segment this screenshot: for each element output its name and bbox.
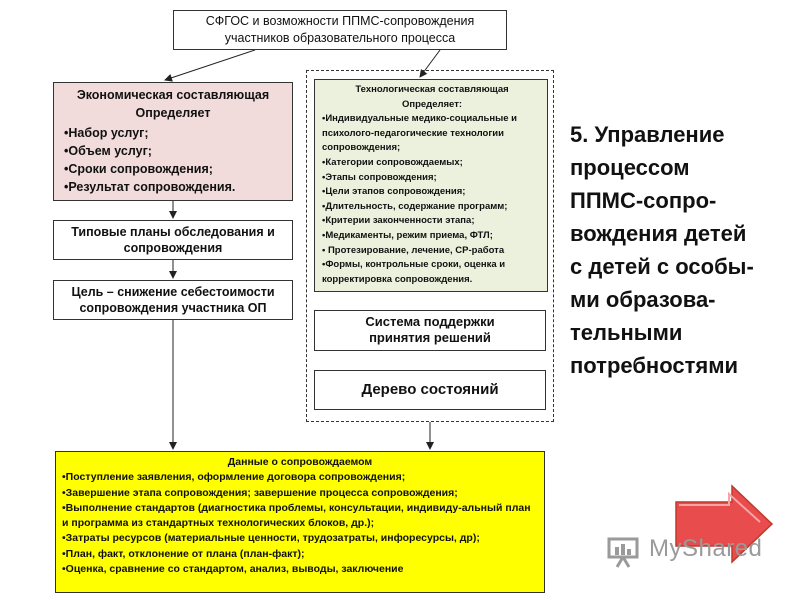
technological-item: • Протезирование, лечение, СР-работа — [322, 244, 505, 256]
economic-item: •Объем услуг; — [64, 144, 152, 158]
state-tree-box: Дерево состояний — [314, 370, 546, 410]
client-data-item: •Поступление заявления, оформление догов… — [62, 471, 406, 484]
economic-title: Экономическая составляющая — [76, 88, 270, 102]
slide-title-line: с детей с особы- — [570, 254, 754, 279]
client-data-item: •Оценка, сравнение со стандартом, анализ… — [62, 563, 404, 576]
goal-box: Цель – снижение себестоимости сопровожде… — [53, 280, 293, 320]
economic-item: •Сроки сопровождения; — [64, 162, 213, 176]
client-data-box: Данные о сопровождаемом •Поступление зая… — [55, 451, 545, 593]
economic-item: •Результат сопровождения. — [64, 180, 236, 194]
main-topic-line2: участников образовательного процесса — [224, 31, 456, 45]
client-data-item: •Выполнение стандартов (диагностика проб… — [62, 501, 531, 530]
technological-list: •Индивидуальные медико-социальные и псих… — [322, 112, 542, 287]
slide-title: 5. Управление процессом ППМС-сопро- вожд… — [570, 118, 790, 382]
slide-title-line: потребностями — [570, 353, 739, 378]
technological-component-box: Технологическая составляющая Определяет:… — [314, 79, 548, 292]
presentation-board-icon — [607, 537, 639, 568]
technological-item: •Категории сопровождаемых; — [322, 156, 463, 168]
client-data-title: Данные о сопровождаемом — [227, 456, 373, 468]
main-topic-line1: СФГОС и возможности ППМС-сопровождения — [205, 14, 475, 28]
slide-title-line: процессом — [570, 155, 690, 180]
client-data-item: •Завершение этапа сопровождения; заверше… — [62, 486, 458, 499]
economic-subtitle: Определяет — [135, 106, 211, 120]
client-data-item: •Затраты ресурсов (материальные ценности… — [62, 532, 480, 545]
technological-item: •Цели этапов сопровождения; — [322, 186, 466, 198]
slide-title-line: ППМС-сопро- — [570, 188, 717, 213]
state-tree-label: Дерево состояний — [361, 381, 499, 398]
technological-title: Технологическая составляющая — [355, 84, 509, 95]
client-data-list: •Поступление заявления, оформление догов… — [62, 470, 538, 577]
next-slide-arrow-icon[interactable] — [675, 484, 774, 564]
decision-support-line2: принятия решений — [369, 330, 491, 345]
arrow-top-to-technological — [419, 49, 441, 78]
standard-plans-box: Типовые планы обследования и сопровожден… — [53, 220, 293, 260]
slide-title-line: 5. Управление — [570, 122, 725, 147]
standard-plans-line1: Типовые планы обследования и — [71, 225, 275, 239]
slide-title-line: тельными — [570, 320, 683, 345]
technological-item: •Длительность, содержание программ; — [322, 200, 508, 212]
arrow-top-to-economic — [164, 49, 256, 82]
technological-group-frame — [306, 70, 554, 422]
economic-list: •Набор услуг; •Объем услуг; •Сроки сопро… — [60, 124, 286, 196]
technological-item: •Медикаменты, режим приема, ФТЛ; — [322, 229, 493, 241]
decision-support-box: Система поддержки принятия решений — [314, 310, 546, 351]
slide-title-line: ми образова- — [570, 287, 716, 312]
slide-title-line: вождения детей — [570, 221, 747, 246]
decision-support-line1: Система поддержки — [365, 314, 495, 329]
client-data-item: •План, факт, отклонение от плана (план-ф… — [62, 547, 305, 560]
myshared-logo: MyShared — [605, 533, 775, 569]
technological-item: •Формы, контрольные сроки, оценка и корр… — [322, 259, 506, 285]
economic-component-box: Экономическая составляющая Определяет •Н… — [53, 82, 293, 201]
economic-item: •Набор услуг; — [64, 126, 149, 140]
logo-text: MyShared — [649, 535, 763, 562]
technological-subtitle: Определяет: — [401, 98, 463, 110]
technological-item: •Этапы сопровождения; — [322, 171, 437, 183]
technological-item: •Критерии законченности этапа; — [322, 215, 475, 227]
goal-line1: Цель – снижение себестоимости — [71, 285, 275, 299]
goal-line2: сопровождения участника ОП — [79, 301, 267, 315]
main-topic-box: СФГОС и возможности ППМС-сопровождения у… — [173, 10, 507, 50]
technological-item: •Индивидуальные медико-социальные и псих… — [322, 113, 517, 154]
standard-plans-line2: сопровождения — [123, 241, 223, 255]
